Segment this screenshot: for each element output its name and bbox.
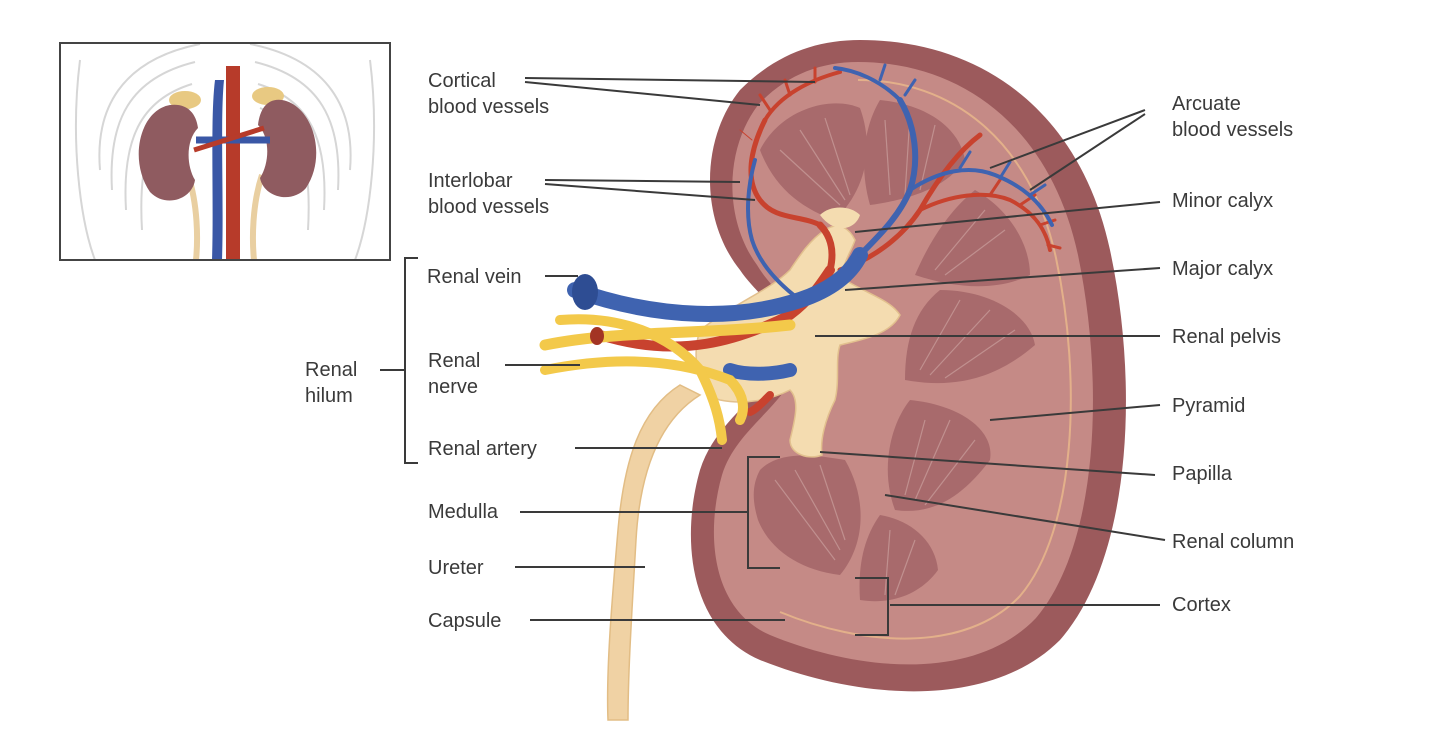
renal-nerve-bundle: [539, 314, 796, 445]
venous-tree: [567, 63, 1054, 381]
cortex-bracket: [855, 577, 889, 636]
pyramid-top-left: [760, 103, 867, 220]
label-ureter: Ureter: [428, 557, 484, 579]
label-minor-calyx: Minor calyx: [1172, 190, 1273, 212]
label-medulla: Medulla: [428, 501, 499, 523]
kidney-main: [539, 40, 1126, 721]
label-cortical-2: blood vessels: [428, 96, 549, 118]
leader-lines: [380, 77, 1166, 636]
label-cortex: Cortex: [1172, 594, 1231, 616]
label-interlobar-2: blood vessels: [428, 196, 549, 218]
pyramid-right-lower: [887, 400, 991, 511]
hilum-bracket: [404, 257, 418, 464]
label-renal-vein: Renal vein: [427, 266, 522, 288]
labels-right: Arcuate blood vessels Minor calyx Major …: [1172, 93, 1294, 616]
label-renal-pelvis: Renal pelvis: [1172, 326, 1281, 348]
label-arcuate-2: blood vessels: [1172, 119, 1293, 141]
label-renal-artery: Renal artery: [428, 438, 537, 460]
label-cortical-1: Cortical: [428, 70, 496, 92]
label-renal-hilum-1: Renal: [305, 359, 357, 381]
label-papilla: Papilla: [1172, 463, 1233, 485]
label-pyramid: Pyramid: [1172, 395, 1245, 417]
ureter-tube: [606, 384, 702, 721]
renal-pelvis: [695, 225, 901, 458]
label-interlobar-1: Interlobar: [428, 170, 513, 192]
label-renal-nerve-1: Renal: [428, 350, 480, 372]
torso-inset: [59, 42, 391, 261]
label-major-calyx: Major calyx: [1172, 258, 1273, 280]
label-renal-nerve-2: nerve: [428, 376, 478, 398]
labels-left: Cortical blood vessels Interlobar blood …: [305, 70, 549, 632]
inset-left-kidney: [138, 104, 198, 201]
label-renal-hilum-2: hilum: [305, 385, 353, 407]
pyramid-lower-mid: [859, 515, 938, 602]
label-capsule: Capsule: [428, 610, 501, 632]
label-renal-column: Renal column: [1172, 531, 1294, 553]
label-arcuate-1: Arcuate: [1172, 93, 1241, 115]
pyramid-right-upper: [915, 190, 1030, 287]
pyramid-bottom: [753, 455, 861, 575]
medulla-bracket: [747, 456, 780, 569]
inset-right-kidney: [258, 99, 317, 198]
